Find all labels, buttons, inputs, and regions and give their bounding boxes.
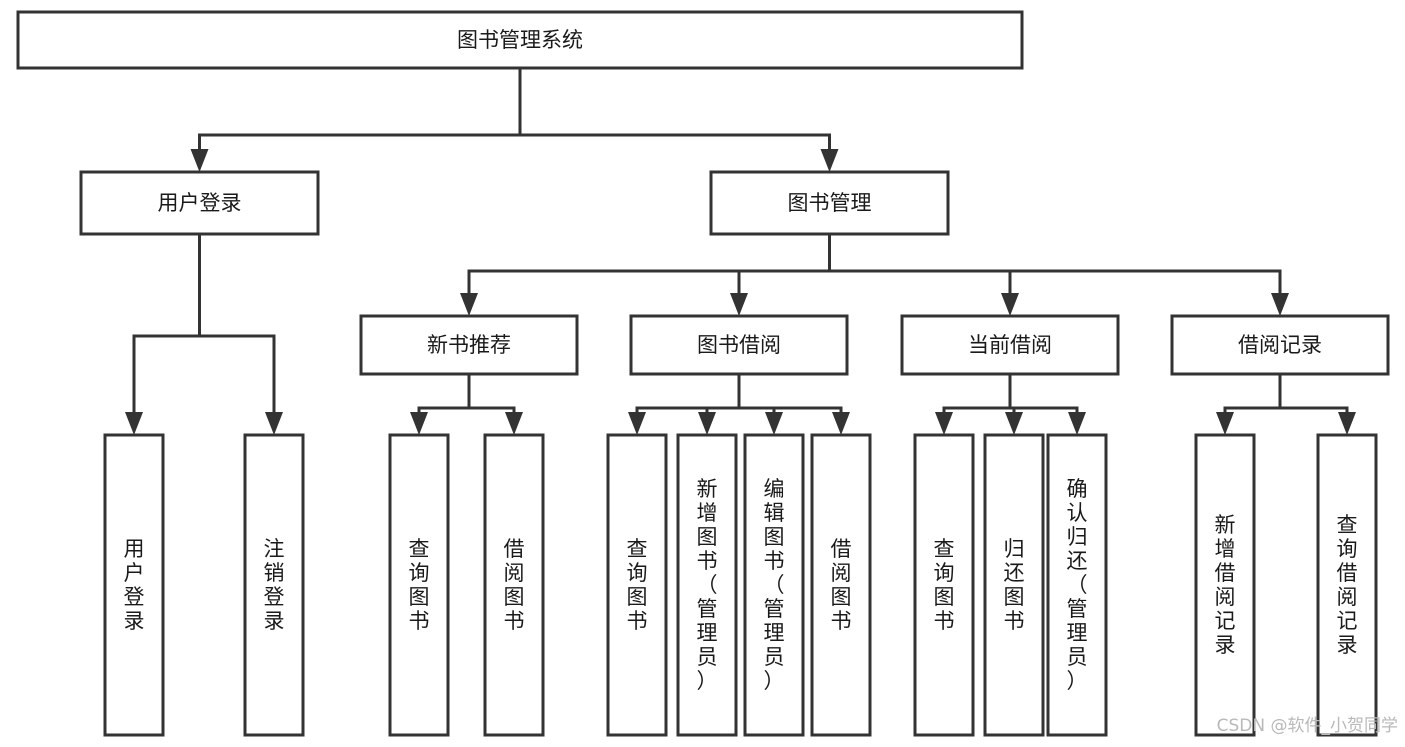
node-leaf-query-book-1[interactable]: 查询图书 <box>388 433 450 737</box>
node-leaf-query-book-3-label: 查询图书 <box>934 537 955 633</box>
node-leaf-user-logout-label: 注销登录 <box>264 537 285 633</box>
arrow-head-icon <box>820 149 839 172</box>
node-current-borrow-label: 当前借阅 <box>968 333 1052 357</box>
arrow-head-icon <box>265 412 283 435</box>
node-leaf-query-book-2-label: 查询图书 <box>627 537 648 633</box>
arrow-head-icon <box>1068 412 1086 435</box>
node-leaf-add-record[interactable]: 新增借阅记录 <box>1194 433 1256 737</box>
node-leaf-borrow-book-2-rect[interactable] <box>810 433 872 737</box>
node-leaf-edit-book[interactable]: 编辑图书（管理员） <box>743 433 805 737</box>
arrow-head-icon <box>935 412 953 435</box>
node-leaf-add-book-rect[interactable] <box>676 433 738 737</box>
node-leaf-edit-book-label: 编辑图书（管理员） <box>764 477 785 693</box>
node-book-borrow[interactable]: 图书借阅 <box>629 314 849 376</box>
arrow-head-icon <box>1338 412 1356 435</box>
node-leaf-borrow-book-1-rect[interactable] <box>483 433 545 737</box>
arrow-head-icon <box>1216 412 1234 435</box>
node-leaf-add-record-rect[interactable] <box>1194 433 1256 737</box>
arrow-head-icon <box>765 412 783 435</box>
node-leaf-user-logout[interactable]: 注销登录 <box>243 433 305 737</box>
node-book-manage-rect[interactable] <box>709 170 950 236</box>
node-borrow-record-rect[interactable] <box>1170 314 1390 376</box>
node-leaf-confirm-return-rect[interactable] <box>1046 433 1108 737</box>
node-leaf-query-book-1-label: 查询图书 <box>409 537 430 633</box>
node-leaf-user-login[interactable]: 用户登录 <box>103 433 165 737</box>
node-book-manage[interactable]: 图书管理 <box>709 170 950 236</box>
node-root-图书管理系统-label: 图书管理系统 <box>457 28 583 52</box>
arrow-head-icon <box>460 293 478 316</box>
csdn-watermark: CSDN @软件_小贺同学 <box>1217 716 1398 736</box>
node-new-book-rec[interactable]: 新书推荐 <box>359 314 579 376</box>
node-book-borrow-rect[interactable] <box>629 314 849 376</box>
arrow-head-icon <box>730 293 748 316</box>
arrow-head-icon <box>628 412 646 435</box>
node-user-login[interactable]: 用户登录 <box>79 170 320 236</box>
node-leaf-query-book-1-rect[interactable] <box>388 433 450 737</box>
arrow-head-icon <box>1001 293 1019 316</box>
node-book-manage-label: 图书管理 <box>788 191 872 215</box>
connector-layer <box>125 66 1356 435</box>
node-leaf-user-login-label: 用户登录 <box>124 537 145 633</box>
node-leaf-query-book-2-rect[interactable] <box>606 433 668 737</box>
arrow-head-icon <box>832 412 850 435</box>
node-leaf-borrow-book-2-label: 借阅图书 <box>831 537 852 633</box>
node-leaf-edit-book-rect[interactable] <box>743 433 805 737</box>
arrow-head-icon <box>1271 293 1289 316</box>
node-leaf-query-book-2[interactable]: 查询图书 <box>606 433 668 737</box>
node-leaf-add-book-label: 新增图书（管理员） <box>697 477 718 693</box>
node-leaf-return-book-label: 归还图书 <box>1004 537 1025 633</box>
arrow-head-icon <box>125 412 143 435</box>
node-leaf-return-book-rect[interactable] <box>983 433 1045 737</box>
node-leaf-confirm-return[interactable]: 确认归还（管理员） <box>1046 433 1108 737</box>
node-leaf-return-book[interactable]: 归还图书 <box>983 433 1045 737</box>
node-new-book-rec-rect[interactable] <box>359 314 579 376</box>
node-leaf-user-login-rect[interactable] <box>103 433 165 737</box>
node-user-login-rect[interactable] <box>79 170 320 236</box>
node-leaf-borrow-book-2[interactable]: 借阅图书 <box>810 433 872 737</box>
node-leaf-query-record-label: 查询借阅记录 <box>1337 513 1358 657</box>
node-leaf-query-book-3-rect[interactable] <box>913 433 975 737</box>
node-leaf-add-book[interactable]: 新增图书（管理员） <box>676 433 738 737</box>
node-root-图书管理系统[interactable]: 图书管理系统 <box>16 10 1024 70</box>
node-borrow-record-label: 借阅记录 <box>1238 333 1322 357</box>
node-leaf-borrow-book-1[interactable]: 借阅图书 <box>483 433 545 737</box>
arrow-head-icon <box>1005 412 1023 435</box>
arrow-head-icon <box>505 412 523 435</box>
node-leaf-query-book-3[interactable]: 查询图书 <box>913 433 975 737</box>
node-new-book-rec-label: 新书推荐 <box>427 333 511 357</box>
arrow-head-icon <box>410 412 428 435</box>
node-leaf-query-record[interactable]: 查询借阅记录 <box>1316 433 1378 737</box>
arrow-head-icon <box>190 149 209 172</box>
node-leaf-borrow-book-1-label: 借阅图书 <box>504 537 525 633</box>
node-root-图书管理系统-rect[interactable] <box>16 10 1024 70</box>
arrow-head-icon <box>698 412 716 435</box>
node-leaf-add-record-label: 新增借阅记录 <box>1215 513 1236 657</box>
node-layer: 图书管理系统用户登录图书管理新书推荐图书借阅当前借阅借阅记录用户登录注销登录查询… <box>16 10 1390 737</box>
node-leaf-user-logout-rect[interactable] <box>243 433 305 737</box>
node-borrow-record[interactable]: 借阅记录 <box>1170 314 1390 376</box>
node-current-borrow-rect[interactable] <box>900 314 1120 376</box>
node-book-borrow-label: 图书借阅 <box>697 333 781 357</box>
node-current-borrow[interactable]: 当前借阅 <box>900 314 1120 376</box>
node-leaf-confirm-return-label: 确认归还（管理员） <box>1067 477 1088 693</box>
node-user-login-label: 用户登录 <box>158 191 242 215</box>
node-leaf-query-record-rect[interactable] <box>1316 433 1378 737</box>
